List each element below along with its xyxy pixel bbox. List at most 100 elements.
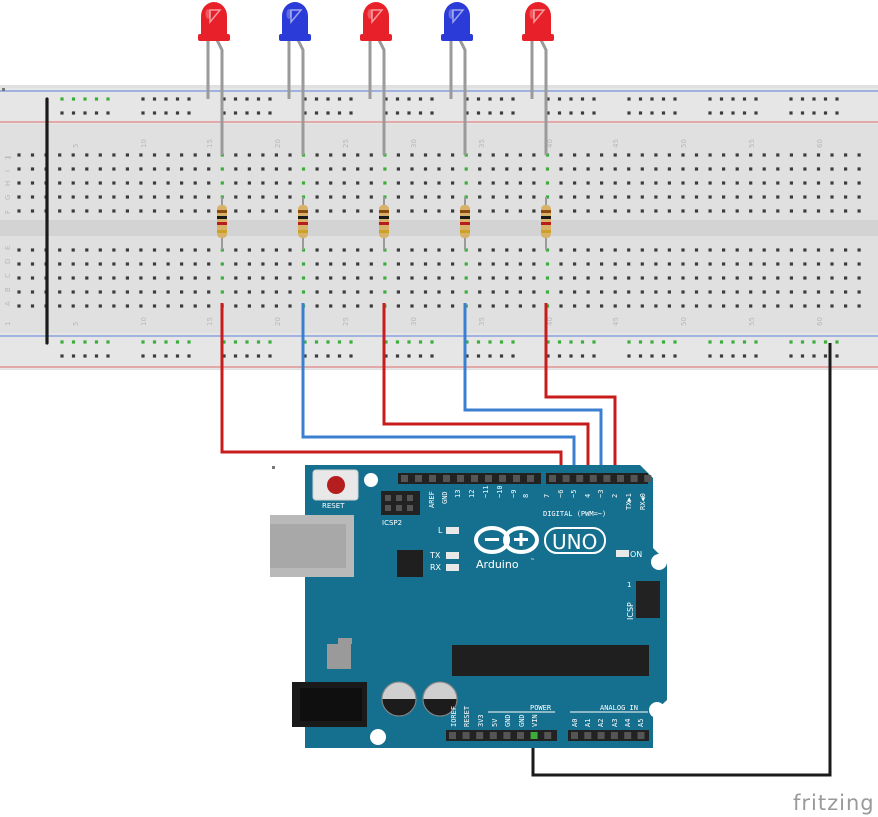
resistor[interactable] (541, 205, 551, 238)
gnd-label-digital: GND (441, 491, 449, 504)
breadboard-hole (518, 276, 522, 280)
digital-header-left[interactable] (398, 473, 541, 484)
icsp-label: ICSP (626, 602, 635, 620)
wire-red-led5-to-pin2[interactable] (544, 303, 617, 475)
breadboard-hole (437, 304, 441, 308)
breadboard-hole (139, 209, 143, 213)
breadboard-hole (654, 181, 658, 185)
breadboard-hole (274, 262, 278, 266)
breadboard-hole (708, 195, 712, 199)
power-header[interactable] (446, 730, 557, 741)
header-pin (429, 475, 436, 482)
breadboard-hole (830, 167, 834, 171)
rail-hole (83, 354, 87, 358)
breadboard-hole (166, 195, 170, 199)
rail-hole (731, 340, 735, 344)
icsp2-pin (407, 495, 413, 501)
breadboard-hole (545, 248, 550, 252)
l-label: L (438, 526, 443, 535)
breadboard-hole (17, 290, 21, 294)
led-red-1[interactable] (198, 2, 230, 41)
breadboard-hole (844, 181, 848, 185)
breadboard-hole (613, 167, 617, 171)
rail-hole (731, 97, 735, 101)
arduino-pcb[interactable] (305, 465, 667, 748)
breadboard-hole (816, 276, 821, 280)
icsp-pin-one-label: 1 (627, 581, 631, 589)
breadboard-hole (708, 262, 712, 266)
led-blue-2[interactable] (279, 2, 311, 41)
rail-hole (476, 97, 481, 101)
resistor[interactable] (460, 205, 470, 238)
breadboard-hole (369, 153, 373, 157)
rail-hole (557, 354, 562, 358)
rail-hole (673, 97, 677, 101)
breadboard-hole (315, 209, 319, 213)
breadboard-hole (640, 276, 644, 280)
breadboard-hole (17, 195, 21, 199)
col-number-15: 15 (206, 139, 214, 148)
rail-hole (465, 340, 469, 344)
breadboard-hole (708, 290, 712, 294)
breadboard-hole (844, 262, 848, 266)
breadboard-hole (667, 209, 671, 213)
rail-hole (395, 354, 400, 358)
power-pin-label: 5V (491, 718, 499, 727)
wire-red-led1-to-pin7[interactable] (220, 303, 563, 475)
led-red-5[interactable] (522, 2, 554, 41)
resistor[interactable] (217, 205, 227, 238)
rail-hole (731, 111, 735, 115)
icsp-header[interactable] (636, 581, 660, 618)
breadboard-hole (356, 167, 360, 171)
breadboard-hole (301, 276, 306, 280)
resistor[interactable] (379, 205, 389, 238)
breadboard-hole (532, 290, 536, 294)
header-pin (415, 475, 422, 482)
breadboard-hole (58, 262, 62, 266)
wire-blue-led4-to-pin3[interactable] (463, 303, 603, 475)
breadboard-hole (437, 167, 441, 171)
resistor[interactable] (298, 205, 308, 238)
breadboard-hole (857, 248, 861, 252)
icsp2-header[interactable] (381, 491, 420, 515)
breadboard-hole (261, 276, 265, 280)
breadboard-hole (356, 262, 360, 266)
digital-pin-label: ~10 (496, 485, 504, 498)
wire-blue-led2-to-pin5[interactable] (301, 303, 576, 475)
breadboard-hole (288, 195, 292, 199)
reset-button[interactable] (327, 476, 345, 494)
col-number-50-bottom: 50 (680, 317, 688, 326)
breadboard-hole (71, 248, 75, 252)
breadboard-hole (166, 248, 170, 252)
breadboard-hole (667, 167, 671, 171)
breadboard-hole (749, 209, 753, 213)
rail-hole (349, 111, 353, 115)
breadboard-hole (654, 276, 658, 280)
rail-hole (152, 97, 157, 101)
analog-header[interactable] (568, 730, 649, 741)
breadboard-hole (491, 153, 495, 157)
breadboard-hole (30, 290, 35, 294)
led-red-3[interactable] (360, 2, 392, 41)
breadboard-hole (586, 262, 590, 266)
wire-red-led3-to-pin4[interactable] (382, 303, 590, 475)
breadboard-hole (125, 181, 129, 185)
analog-pin-label: A1 (584, 719, 592, 727)
breadboard-hole (288, 290, 292, 294)
breadboard-hole (329, 181, 333, 185)
rail-hole (569, 340, 573, 344)
breadboard-hole (451, 195, 455, 199)
rail-hole (754, 111, 758, 115)
digital-header-right[interactable] (546, 473, 648, 484)
col-number-25: 25 (342, 139, 350, 148)
breadboard-hole (613, 262, 617, 266)
breadboard-hole (640, 195, 644, 199)
breadboard-hole (166, 209, 170, 213)
breadboard-hole (193, 181, 197, 185)
rail-hole (638, 111, 643, 115)
breadboard-hole (98, 181, 102, 185)
breadboard-hole (681, 290, 685, 294)
led-blue-4[interactable] (441, 2, 473, 41)
rail-hole (638, 340, 643, 344)
wire-black-gnd-to-rail[interactable] (531, 343, 832, 777)
